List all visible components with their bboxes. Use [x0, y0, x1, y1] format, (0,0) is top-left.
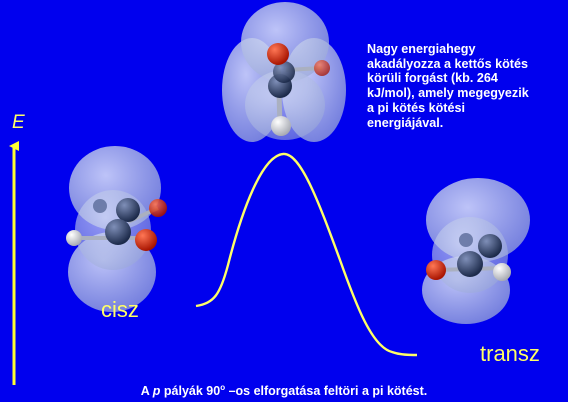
energy-axis-label: E: [12, 112, 25, 133]
trans-label: transz: [480, 341, 540, 366]
note-line: a pi kötés kötési: [367, 100, 465, 115]
caption-p-orbital: p: [152, 384, 161, 399]
note-line: akadályozza a kettős kötés: [367, 56, 528, 71]
cis-label: cisz: [101, 297, 139, 322]
caption-suffix: –os elforgatása feltöri a pi kötést.: [225, 384, 428, 399]
energy-barrier-note: Nagy energiahegy akadályozza a kettős kö…: [367, 42, 563, 130]
molecule-trans: [422, 178, 530, 324]
note-line: energiájával.: [367, 115, 444, 130]
molecule-twisted: [222, 2, 346, 142]
caption-middle: pályák 90: [160, 384, 221, 399]
caption-degree: o: [220, 383, 226, 392]
energy-curve: [195, 152, 418, 357]
note-line: Nagy energiahegy: [367, 42, 476, 56]
caption: A p pályák 90o –os elforgatása feltöri a…: [0, 383, 568, 398]
caption-prefix: A: [140, 384, 153, 399]
note-line: kJ/mol), amely megegyezik: [367, 86, 529, 101]
molecule-cis: [66, 146, 167, 312]
note-line: körüli forgást (kb. 264: [367, 71, 498, 86]
